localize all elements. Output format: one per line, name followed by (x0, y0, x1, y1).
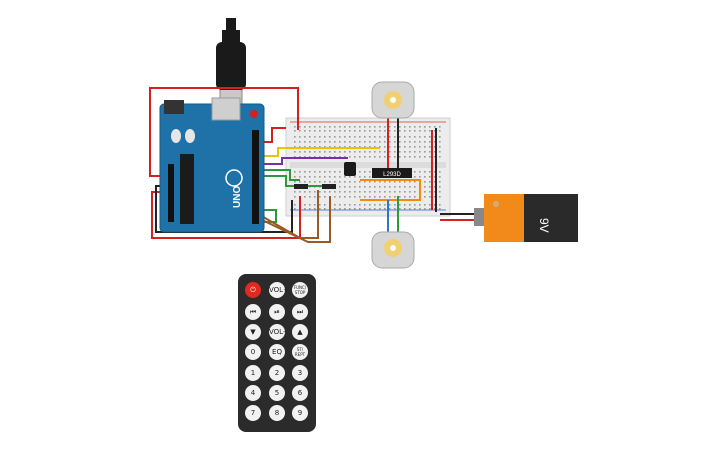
remote-button-st-rept[interactable]: ST/ REPT (292, 344, 308, 360)
remote-button-next[interactable]: ⏭ (292, 304, 308, 320)
wires[interactable] (149, 87, 474, 243)
remote-button-label: ▲ (297, 328, 303, 336)
ir-remote[interactable]: ⏻ VOL+ FUNC/ STOP ⏮ ⏯ ⏭ ▼ VOL- ▲ 0 EQ ST/ REPT 1 2 3 4 5… (238, 274, 316, 432)
remote-button-down[interactable]: ▼ (245, 324, 261, 340)
motor-bottom[interactable] (371, 231, 415, 269)
motor-top[interactable] (371, 81, 415, 119)
wire-purple (258, 157, 348, 165)
remote-button-up[interactable]: ▲ (292, 324, 308, 340)
remote-button-nine[interactable]: 9 (292, 405, 308, 421)
remote-button-five[interactable]: 5 (269, 385, 285, 401)
remote-button-one[interactable]: 1 (245, 365, 261, 381)
remote-button-vol-down[interactable]: VOL- (269, 324, 285, 340)
remote-button-label: ⏮ (249, 308, 257, 316)
remote-button-label: 6 (297, 389, 303, 397)
remote-button-eight[interactable]: 8 (269, 405, 285, 421)
remote-button-play-pause[interactable]: ⏯ (269, 304, 285, 320)
remote-button-label: FUNC/ STOP (293, 285, 307, 295)
atmega-chip (180, 154, 194, 224)
remote-button-label: VOL+ (269, 286, 289, 294)
remote-button-label: 2 (274, 369, 280, 377)
breadboard[interactable] (285, 117, 451, 217)
wire-orange (360, 179, 421, 201)
remote-button-label: 3 (297, 369, 303, 377)
arduino-board[interactable] (159, 97, 265, 233)
wire-red-right (258, 127, 286, 143)
wire-black-gnd (155, 185, 293, 233)
wire-brown-2 (257, 196, 331, 243)
remote-button-seven[interactable]: 7 (245, 405, 261, 421)
remote-button-vol-up[interactable]: VOL+ (269, 282, 289, 298)
remote-button-power[interactable]: ⏻ (245, 282, 261, 298)
remote-button-four[interactable]: 4 (245, 385, 261, 401)
remote-button-label: ST/ REPT (294, 347, 306, 357)
arduino-logo-icon (225, 169, 243, 187)
remote-button-prev[interactable]: ⏮ (245, 304, 261, 320)
battery-label: 9V (537, 218, 551, 233)
arduino-label: UNO (232, 186, 243, 208)
remote-button-label: 0 (250, 348, 256, 356)
remote-button-label: ▼ (250, 328, 256, 336)
remote-button-six[interactable]: 6 (292, 385, 308, 401)
driver-chip[interactable] (372, 168, 412, 178)
remote-button-label: 8 (274, 409, 280, 417)
wire-green-1 (258, 169, 300, 181)
remote-button-label: 5 (274, 389, 280, 397)
remote-button-zero[interactable]: 0 (245, 344, 261, 360)
remote-button-label: ⏻ (250, 286, 256, 294)
remote-button-label: 9 (297, 409, 303, 417)
wire-yellow (258, 147, 380, 157)
diodes[interactable] (294, 184, 336, 189)
remote-button-three[interactable]: 3 (292, 365, 308, 381)
driver-chip-label: L293D (383, 172, 401, 178)
remote-button-label: EQ (272, 348, 282, 356)
reset-button-icon (250, 110, 258, 118)
remote-button-label: VOL- (269, 328, 286, 336)
remote-button-func-stop[interactable]: FUNC/ STOP (292, 282, 308, 298)
ir-receiver[interactable] (344, 162, 356, 176)
remote-button-eq[interactable]: EQ (269, 344, 285, 360)
usb-cable[interactable] (216, 18, 246, 109)
remote-button-label: 1 (250, 369, 256, 377)
battery-9v[interactable] (474, 194, 578, 242)
wire-red-top (149, 87, 299, 177)
remote-button-label: 4 (250, 389, 256, 397)
remote-button-label: 7 (250, 409, 256, 417)
wire-brown-1 (257, 190, 319, 239)
remote-button-label: ⏯ (274, 308, 280, 316)
remote-button-two[interactable]: 2 (269, 365, 285, 381)
remote-button-label: ⏭ (296, 308, 304, 316)
